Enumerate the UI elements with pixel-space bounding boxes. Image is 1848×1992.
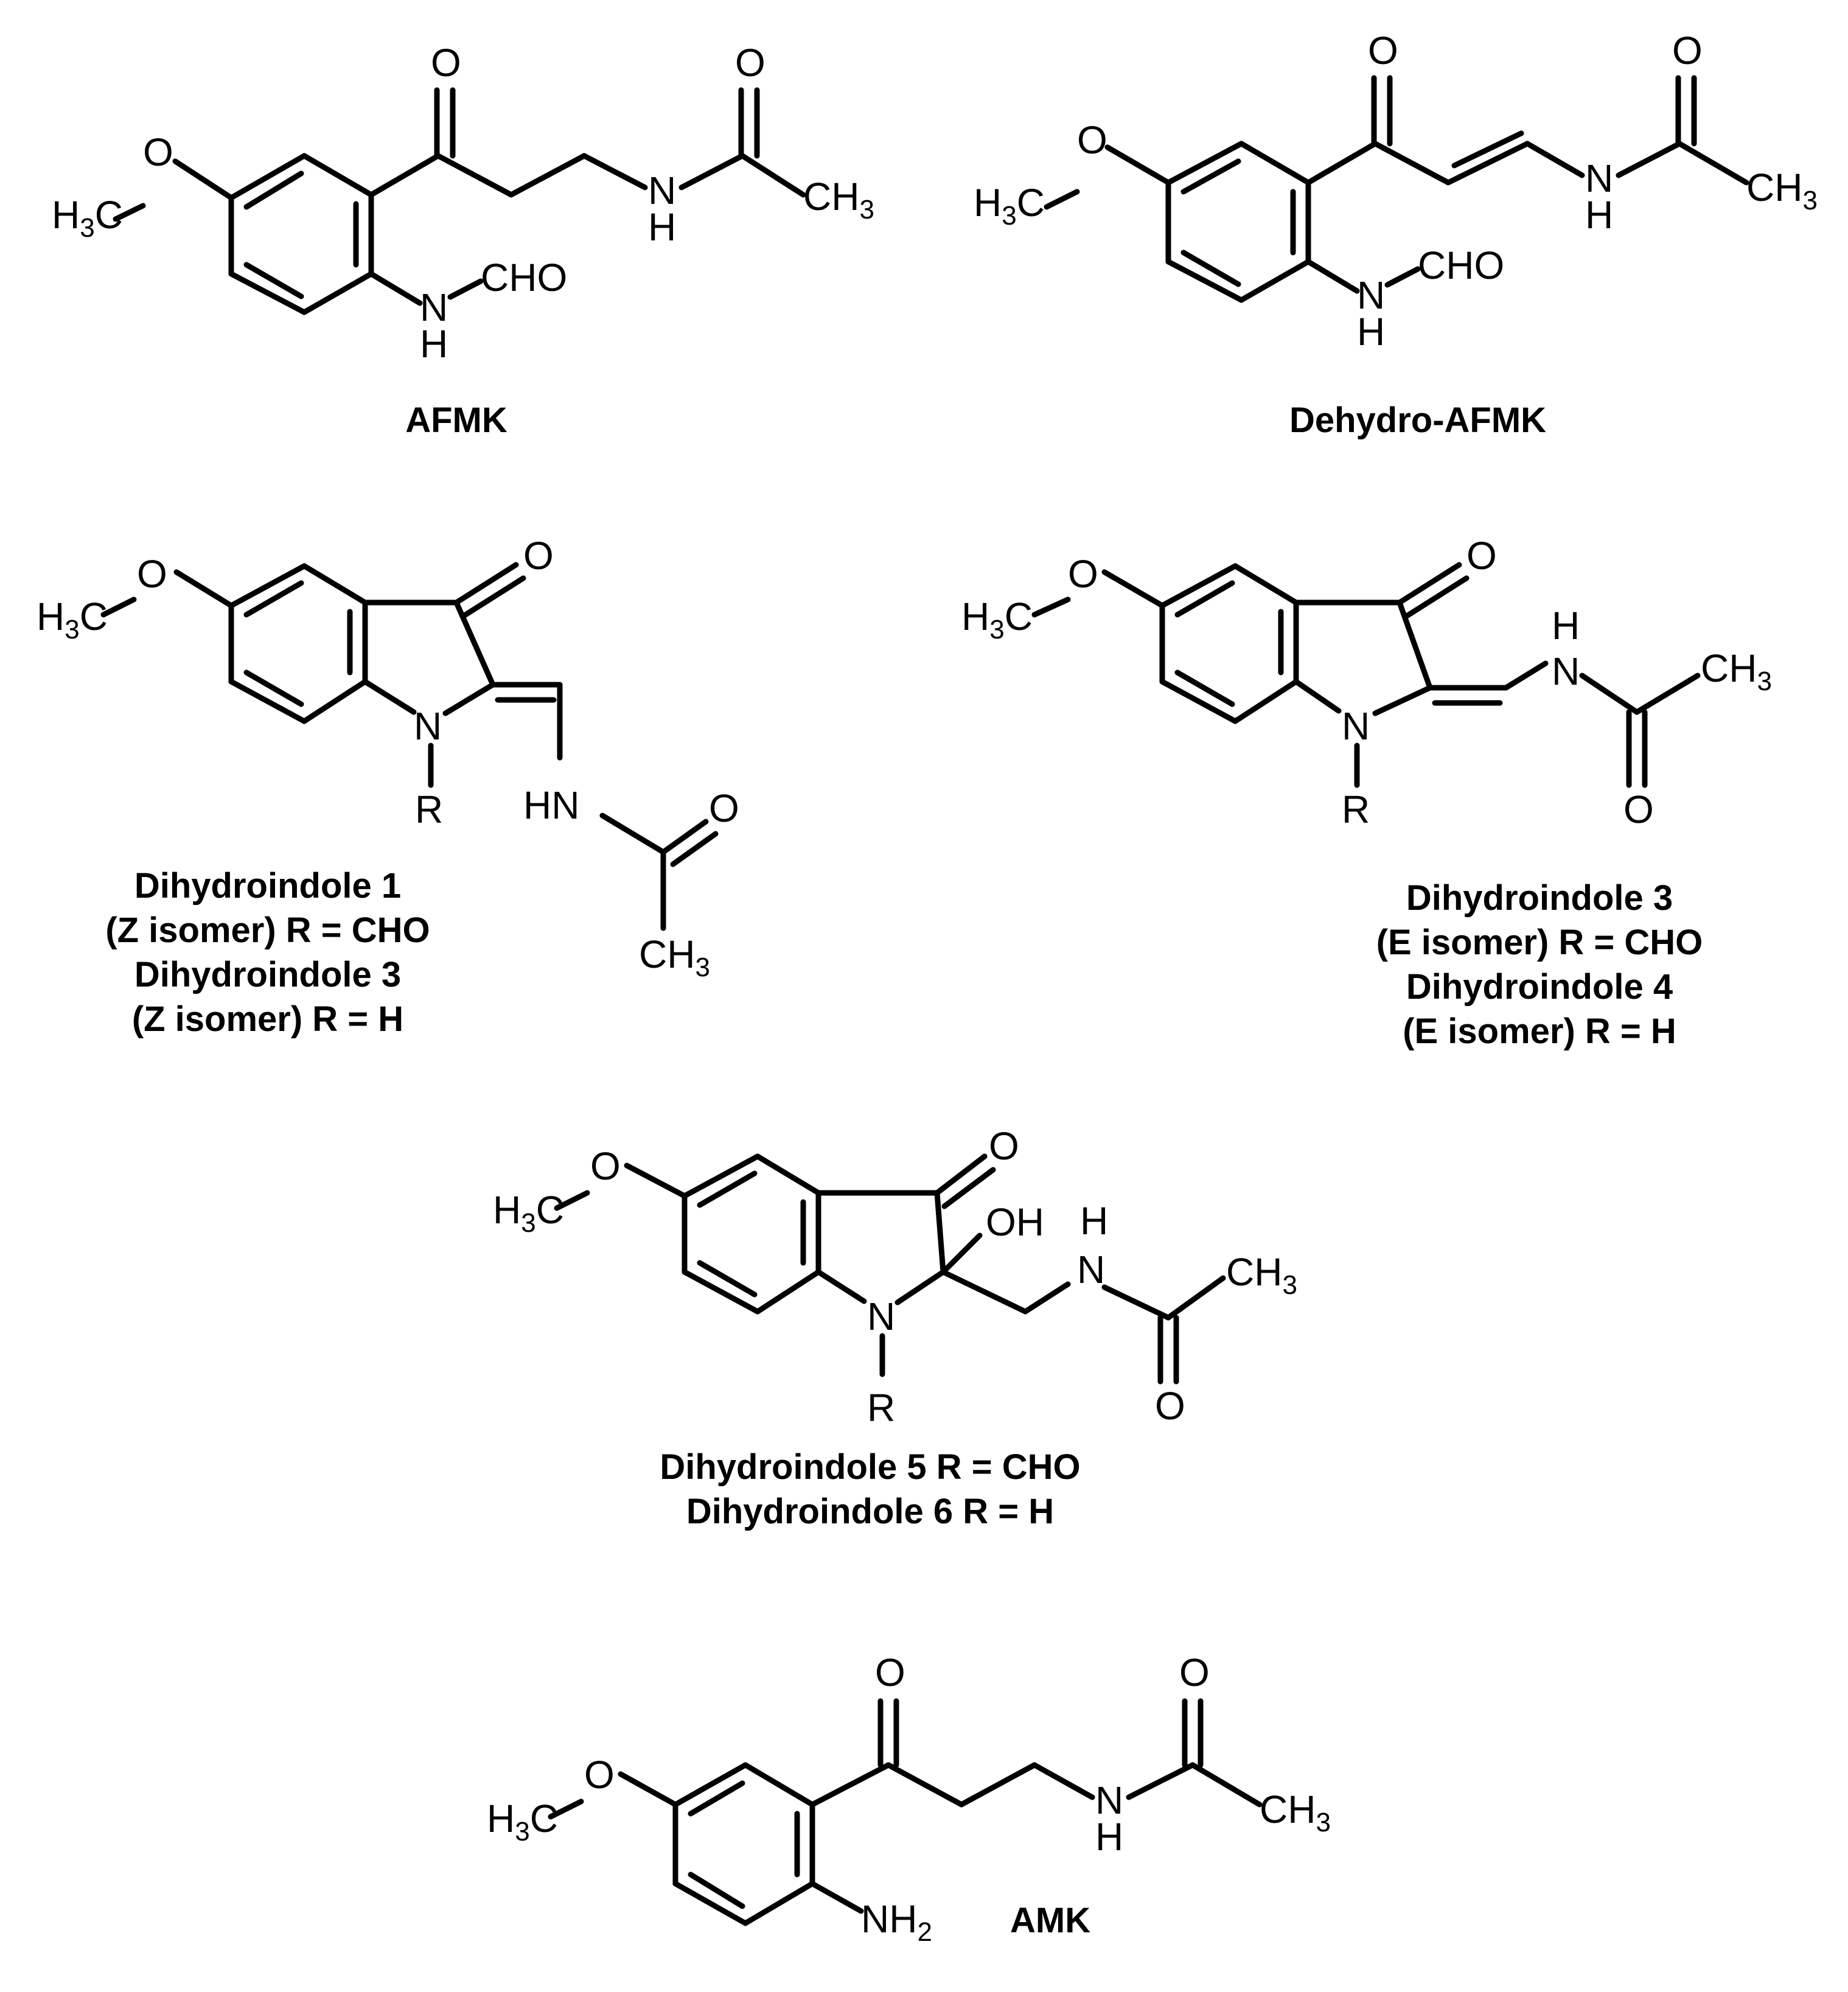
svg-text:H3C: H3C <box>974 181 1045 231</box>
svg-text:Dihydroindole 6 R = H: Dihydroindole 6 R = H <box>686 1492 1054 1531</box>
svg-text:O: O <box>1672 29 1703 72</box>
svg-text:Dihydroindole 4: Dihydroindole 4 <box>1406 967 1673 1007</box>
svg-text:N: N <box>420 285 448 329</box>
svg-text:O: O <box>1155 1384 1185 1428</box>
svg-text:O: O <box>1466 534 1497 578</box>
caption-dihydroindole-e: Dihydroindole 3 (E isomer) R = CHO Dihyd… <box>1376 878 1703 1051</box>
svg-text:H: H <box>420 322 448 366</box>
svg-text:Dihydroindole 3: Dihydroindole 3 <box>134 955 401 994</box>
caption-dihydroindole-oh: Dihydroindole 5 R = CHO Dihydroindole 6 … <box>660 1447 1080 1531</box>
svg-text:H: H <box>1552 604 1580 648</box>
svg-text:O: O <box>875 1651 905 1694</box>
svg-text:N: N <box>1342 704 1370 748</box>
svg-text:O: O <box>584 1753 615 1797</box>
svg-text:H: H <box>1585 193 1613 237</box>
svg-text:Dihydroindole 5 R = CHO: Dihydroindole 5 R = CHO <box>660 1447 1080 1487</box>
svg-text:R: R <box>415 788 443 831</box>
structure-dihydroindole-e: H3C O O N R H N CH3 O Dihydroindole 3 (E… <box>961 534 1772 1051</box>
svg-text:O: O <box>137 552 167 596</box>
svg-text:O: O <box>523 534 554 578</box>
svg-text:O: O <box>1077 118 1107 162</box>
svg-text:CH3: CH3 <box>1260 1788 1331 1837</box>
oh-bonds <box>554 1153 1226 1385</box>
svg-text:(E isomer) R = CHO: (E isomer) R = CHO <box>1376 923 1703 962</box>
svg-text:R: R <box>867 1386 895 1430</box>
svg-text:N: N <box>1095 1778 1123 1822</box>
svg-text:O: O <box>1068 552 1098 596</box>
afmk-ether-o: O <box>143 130 173 174</box>
afmk-ketone-o: O <box>431 41 461 85</box>
svg-text:Dihydroindole 3: Dihydroindole 3 <box>1406 878 1673 918</box>
amk-atoms: H3C O O N H O CH3 NH2 <box>487 1651 1331 1947</box>
caption-dehydro-afmk: Dehydro-AFMK <box>1289 400 1546 440</box>
svg-text:OH: OH <box>986 1200 1044 1244</box>
svg-text:HN: HN <box>523 783 579 827</box>
oh-atoms: H3C O O OH N R H N CH3 O <box>493 1124 1297 1430</box>
svg-text:NH2: NH2 <box>861 1897 932 1947</box>
structure-dihydroindole-z: H3C O O N R HN O CH3 Dihydroindole 1 (Z … <box>37 534 739 1039</box>
z-bonds <box>100 562 719 931</box>
svg-text:H: H <box>1095 1815 1123 1859</box>
dehydro-atoms: H3C O O N H O CH3 N H CHO <box>974 29 1818 354</box>
svg-text:O: O <box>1368 29 1398 72</box>
svg-text:O: O <box>709 786 739 830</box>
dehydro-bonds <box>1044 75 1749 303</box>
svg-text:N: N <box>1077 1248 1105 1291</box>
svg-text:CH3: CH3 <box>1701 646 1772 696</box>
caption-amk: AMK <box>1010 1901 1090 1940</box>
z-atoms: H3C O O N R HN O CH3 <box>37 534 739 982</box>
afmk-amide-o: O <box>735 41 765 85</box>
svg-text:O: O <box>1623 788 1654 831</box>
afmk-atoms: H3C O O N H O CH3 N H CHO <box>52 41 874 366</box>
svg-text:CH3: CH3 <box>639 932 710 982</box>
svg-text:O: O <box>590 1144 621 1188</box>
svg-text:N: N <box>414 704 442 748</box>
svg-text:N: N <box>1552 649 1580 693</box>
svg-text:N: N <box>867 1295 895 1338</box>
structure-dehydro-afmk: H3C O O N H O CH3 N H CHO Dehydro-AFMK <box>974 29 1818 440</box>
e-atoms: H3C O O N R H N CH3 O <box>961 534 1772 831</box>
svg-text:Dihydroindole 1: Dihydroindole 1 <box>134 866 401 906</box>
svg-text:H3C: H3C <box>37 595 108 645</box>
caption-dihydroindole-z: Dihydroindole 1 (Z isomer) R = CHO Dihyd… <box>105 866 430 1039</box>
svg-text:CH3: CH3 <box>1226 1250 1297 1300</box>
afmk-cho: CHO <box>481 256 567 299</box>
svg-text:(Z isomer) R = CHO: (Z isomer) R = CHO <box>105 910 430 950</box>
svg-text:CHO: CHO <box>1418 243 1504 287</box>
svg-text:O: O <box>989 1124 1019 1168</box>
svg-text:H: H <box>1080 1199 1108 1243</box>
svg-text:R: R <box>1342 788 1370 831</box>
structure-dihydroindole-oh: H3C O O OH N R H N CH3 O Dihydroindole 5… <box>493 1124 1297 1531</box>
svg-text:H3C: H3C <box>487 1797 558 1847</box>
svg-text:(E isomer) R = H: (E isomer) R = H <box>1403 1012 1676 1051</box>
afmk-ch3: CH3 <box>803 175 874 225</box>
svg-text:N: N <box>648 169 676 212</box>
svg-text:(Z isomer) R = H: (Z isomer) R = H <box>132 999 403 1039</box>
svg-text:N: N <box>1357 273 1385 317</box>
svg-text:N: N <box>1585 156 1613 200</box>
caption-afmk: AFMK <box>405 400 507 440</box>
e-bonds <box>1031 562 1701 788</box>
svg-text:H: H <box>1357 310 1385 354</box>
structure-afmk: H3C O O N H O CH3 N H CHO AFMK <box>52 41 874 440</box>
svg-text:H: H <box>648 205 676 249</box>
structure-amk: H3C O O N H O CH3 NH2 AMK <box>487 1651 1331 1947</box>
svg-text:CH3: CH3 <box>1746 166 1818 215</box>
svg-text:H3C: H3C <box>493 1188 564 1238</box>
svg-text:H3C: H3C <box>961 595 1033 645</box>
svg-text:H3C: H3C <box>52 193 123 243</box>
svg-text:O: O <box>1179 1651 1210 1694</box>
amk-bonds <box>548 1698 1263 1926</box>
afmk-bonds <box>113 87 806 315</box>
